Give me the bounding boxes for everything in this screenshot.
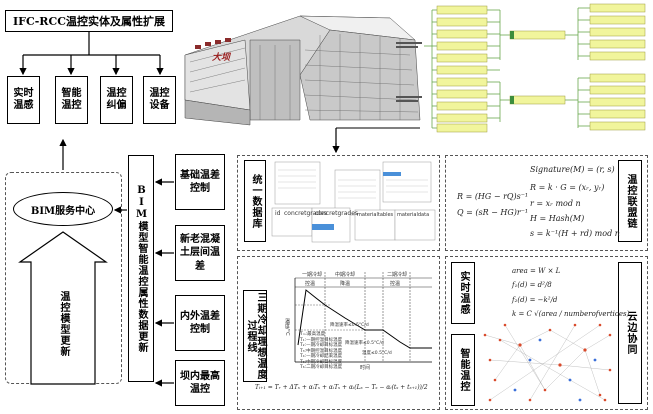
legend-item: T₅:中期冷却目标温度 xyxy=(300,359,343,365)
module-max-temp: 坝内最高温控 xyxy=(175,360,225,406)
formula-hash: H = Hash(M) xyxy=(530,214,585,223)
formula-kc: k = C √(area / numberofvertices) xyxy=(512,310,630,318)
db-field-materialdata: materialdata xyxy=(397,212,430,218)
top-item-label: 温控设备 xyxy=(149,88,170,111)
formula-r-mul: R = k · G = (xᵣ, yᵣ) xyxy=(530,183,605,192)
graph-accents xyxy=(510,31,514,104)
chart-stage-1: 一期冷却 xyxy=(302,272,323,278)
temperature-curve xyxy=(297,289,432,349)
legend-item: T₄:—期冷却结束温度 xyxy=(300,354,343,359)
cloud-edge-panel xyxy=(445,256,648,410)
module-label: 坝内最高温控 xyxy=(180,370,220,396)
formula-s: s = k⁻¹(H + rd) mod n xyxy=(530,229,620,238)
alliance-chain-label-box: 温控联盟链 xyxy=(618,160,642,242)
module-label: 新老混凝土层间温差 xyxy=(180,233,220,272)
cooling-process-label: 三期冷却理想温度过程线 xyxy=(245,292,266,380)
formula-signature: Signature(M) = (r, s) xyxy=(530,165,615,174)
db-field-id: id xyxy=(275,210,281,217)
top-item-equipment: 温控设备 xyxy=(143,76,176,124)
top-item-label: 智能温控 xyxy=(61,88,82,111)
chart-phase-1: 控温 xyxy=(305,281,316,287)
realtime-temp-label: 实时温感 xyxy=(458,271,469,315)
db-field-materialtables: materialtables xyxy=(357,212,394,218)
dam-grid xyxy=(189,34,419,120)
model-update-label: 温控模型更新 xyxy=(58,291,69,357)
top-item-label: 实时温感 xyxy=(13,88,34,111)
formula-r-mod: r = xᵣ mod n xyxy=(530,199,581,208)
realtime-temp-box: 实时温感 xyxy=(451,262,475,324)
bim-service-center: BIM服务中心 xyxy=(13,192,113,226)
module-inout-temp: 内外温差控制 xyxy=(175,295,225,351)
cooling-process-label-box: 三期冷却理想温度过程线 xyxy=(243,290,267,382)
unified-db-panel xyxy=(237,155,440,251)
chart-note-1: 降温速率≤0.5°C/d xyxy=(330,323,369,328)
bim-data-update-label: BIM模型智能温控属性数据更新 xyxy=(136,184,147,353)
unified-db-label-box: 统一数据库 xyxy=(244,160,266,242)
smart-control-box: 智能温控 xyxy=(451,334,475,406)
alliance-chain-label: 温控联盟链 xyxy=(625,173,636,229)
module-label: 基础温差控制 xyxy=(180,169,220,195)
legend-item: Tₘ:最高温度 xyxy=(300,332,326,337)
chart-legend: Tₘ:最高温度 T₁:—期控温目标温度 T₂:—期冷却目标温度 T₃:中期控温目… xyxy=(300,332,342,371)
top-item-label: 温控纠偏 xyxy=(106,88,127,111)
chart-stage-2: 中期冷却 xyxy=(335,272,356,278)
formula-f1: f₁(d) = d²/8 xyxy=(512,281,552,289)
graph-side-labels xyxy=(396,42,422,102)
cloud-edge-label: 云边协同 xyxy=(625,311,636,355)
dam-red-accents xyxy=(195,38,231,49)
chart-note-2: 降温速率≤0.5°C/d xyxy=(345,341,384,346)
bim-data-update-box: BIM模型智能温控属性数据更新 xyxy=(128,155,154,382)
cloud-edge-box: 云边协同 xyxy=(618,262,642,404)
chart-note-3: 温度≤0.5°C/d xyxy=(362,351,392,356)
smart-control-label: 智能温控 xyxy=(458,348,469,392)
formula-f2: f₂(d) = −k²/d xyxy=(512,296,558,304)
module-label: 内外温差控制 xyxy=(180,310,220,336)
dam-label: 大坝 xyxy=(212,53,231,63)
top-item-correction: 温控纠偏 xyxy=(100,76,133,124)
cooling-process-panel xyxy=(237,256,440,410)
bim-service-label: BIM服务中心 xyxy=(30,205,96,217)
unified-db-label: 统一数据库 xyxy=(250,173,261,229)
module-layer-temp: 新老混凝土层间温差 xyxy=(175,225,225,281)
top-item-smart: 智能温控 xyxy=(55,76,88,124)
legend-item: T₂:—期冷却目标温度 xyxy=(300,343,343,348)
db-field-concretgrades: concretgrades xyxy=(284,210,328,217)
formula-q-sr: Q = (sR − HG)r⁻¹ xyxy=(457,208,529,217)
chart-ylabel: 温度/°C xyxy=(284,318,290,336)
db-field-concretgrades-2: concretgrades xyxy=(315,210,359,217)
legend-item: T₁:—期控温目标温度 xyxy=(300,337,343,343)
alliance-chain-panel xyxy=(445,155,648,251)
legend-item: T₃:中期控温目标温度 xyxy=(300,348,343,354)
chart-phase-3: 控温 xyxy=(390,281,401,287)
formula-temp-process: Tᵢ₊₁ = Tᵣ + ΔTₛ + αᵢTₛ + αᵢTₛ + αᵢ(Lₛ − … xyxy=(255,384,428,391)
chart-stage-3: 二期冷却 xyxy=(387,272,408,278)
graph-nodes xyxy=(436,3,646,133)
model-update-label-wrap: 温控模型更新 xyxy=(40,268,86,380)
top-item-realtime: 实时温感 xyxy=(7,76,40,124)
formula-r-hg: R = (HG − rQ)s⁻¹ xyxy=(457,192,529,201)
chart-phase-2: 降温 xyxy=(340,281,351,287)
ifc-title: IFC-RCC温控实体及属性扩展 xyxy=(13,15,165,28)
module-base-temp: 基础温差控制 xyxy=(175,154,225,210)
chart-xlabel: 时间 xyxy=(360,365,371,371)
legend-item: T₆:二期冷却目标温度 xyxy=(300,365,343,370)
ifc-title-box: IFC-RCC温控实体及属性扩展 xyxy=(5,10,173,32)
formula-area: area = W × L xyxy=(512,267,561,275)
